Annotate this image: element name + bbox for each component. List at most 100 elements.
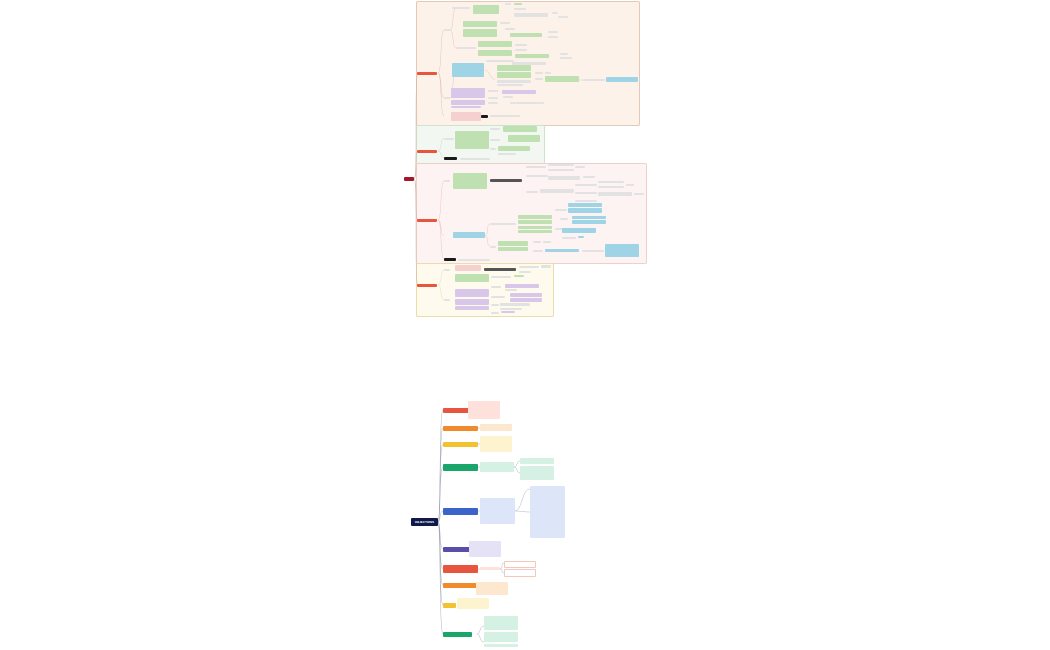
objection-note-5a[interactable]	[530, 486, 565, 538]
objection-note-3[interactable]	[480, 436, 512, 452]
leaf-node[interactable]	[540, 189, 574, 193]
objection-note-4[interactable]	[480, 462, 514, 472]
detail-node[interactable]	[463, 21, 497, 27]
sub-node[interactable]	[444, 138, 454, 140]
leaf-node[interactable]	[575, 184, 597, 186]
leaf-node[interactable]	[519, 266, 539, 268]
leaf-node[interactable]	[486, 60, 514, 62]
leaf-node[interactable]	[510, 293, 542, 297]
leaf-node[interactable]	[503, 96, 513, 98]
leaf-node[interactable]	[545, 249, 579, 252]
leaf-node[interactable]	[490, 148, 496, 150]
detail-node[interactable]	[545, 76, 579, 82]
leaf-node[interactable]	[490, 128, 500, 130]
leaf-node[interactable]	[568, 208, 602, 213]
leaf-node[interactable]	[548, 164, 574, 166]
leaf-node[interactable]	[515, 54, 549, 58]
leaf-node[interactable]	[505, 3, 511, 5]
leaf-node[interactable]	[512, 62, 546, 65]
highlight-node[interactable]	[452, 63, 484, 77]
objection-note-7a[interactable]	[504, 561, 536, 568]
leaf-node[interactable]	[543, 241, 551, 243]
objection-branch-4[interactable]	[443, 464, 478, 471]
leaf-node[interactable]	[583, 79, 605, 81]
leaf-node[interactable]	[491, 304, 499, 306]
leaf-node[interactable]	[488, 90, 498, 92]
dark-tag-node[interactable]	[444, 258, 456, 261]
leaf-node[interactable]	[582, 250, 604, 252]
pink-node[interactable]	[451, 112, 481, 121]
leaf-node[interactable]	[560, 218, 568, 220]
leaf-node[interactable]	[548, 36, 558, 38]
leaf-node[interactable]	[578, 236, 584, 238]
detail-node[interactable]	[455, 274, 489, 282]
leaf-node[interactable]	[515, 44, 527, 46]
leaf-node[interactable]	[605, 244, 639, 257]
leaf-node[interactable]	[533, 241, 541, 243]
leaf-node[interactable]	[491, 286, 501, 288]
leaf-node[interactable]	[575, 166, 585, 168]
leaf-node[interactable]	[568, 203, 602, 207]
dark-tag-node[interactable]	[490, 179, 522, 182]
objection-note-6[interactable]	[469, 541, 501, 557]
leaf-node[interactable]	[498, 247, 528, 251]
leaf-node[interactable]	[548, 31, 558, 33]
leaf-node[interactable]	[510, 33, 542, 37]
purple-node[interactable]	[451, 88, 485, 98]
leaf-node[interactable]	[514, 13, 548, 17]
leaf-node[interactable]	[503, 126, 537, 132]
detail-node[interactable]	[463, 29, 497, 37]
detail-node[interactable]	[473, 5, 499, 14]
objection-note-4b[interactable]	[520, 466, 554, 480]
purple-node[interactable]	[455, 299, 489, 305]
leaf-node[interactable]	[526, 166, 546, 168]
leaf-node[interactable]	[598, 181, 624, 183]
detail-node[interactable]	[497, 65, 531, 71]
leaf-node[interactable]	[514, 3, 522, 5]
section-topic-4[interactable]	[417, 284, 437, 287]
leaf-node[interactable]	[488, 97, 498, 99]
leaf-node[interactable]	[548, 169, 574, 171]
leaf-node[interactable]	[505, 289, 517, 291]
purple-node[interactable]	[455, 289, 489, 297]
leaf-node[interactable]	[505, 284, 539, 288]
objection-note-9[interactable]	[457, 598, 489, 609]
leaf-node[interactable]	[552, 12, 558, 14]
leaf-node[interactable]	[514, 275, 524, 277]
leaf-node[interactable]	[498, 241, 528, 246]
leaf-node[interactable]	[460, 158, 490, 160]
leaf-node[interactable]	[500, 22, 510, 24]
sub-node[interactable]	[444, 180, 450, 182]
leaf-node[interactable]	[526, 175, 548, 177]
sub-node[interactable]	[444, 97, 450, 99]
leaf-node[interactable]	[515, 49, 527, 51]
section-topic-3[interactable]	[417, 219, 437, 222]
objection-branch-9[interactable]	[443, 603, 456, 608]
objection-branch-3[interactable]	[443, 442, 478, 447]
detail-node[interactable]	[455, 131, 489, 149]
leaf-node[interactable]	[491, 296, 505, 298]
leaf-node[interactable]	[491, 312, 499, 314]
detail-node[interactable]	[478, 50, 512, 56]
leaf-node[interactable]	[575, 192, 597, 194]
leaf-node[interactable]	[518, 226, 552, 229]
leaf-node[interactable]	[572, 216, 606, 219]
upper-root-node[interactable]	[404, 177, 414, 181]
objection-note-7[interactable]	[480, 567, 500, 570]
leaf-node[interactable]	[491, 276, 511, 278]
leaf-node[interactable]	[606, 77, 638, 82]
leaf-node[interactable]	[498, 153, 516, 155]
leaf-node[interactable]	[548, 176, 580, 180]
leaf-node[interactable]	[497, 84, 523, 86]
leaf-node[interactable]	[501, 311, 515, 313]
leaf-node[interactable]	[535, 78, 543, 80]
leaf-node[interactable]	[508, 135, 540, 142]
leaf-node[interactable]	[535, 72, 543, 74]
objection-note-1[interactable]	[468, 401, 500, 419]
leaf-node[interactable]	[488, 102, 498, 104]
objection-note-10c[interactable]	[484, 644, 518, 647]
leaf-node[interactable]	[634, 193, 644, 195]
objection-note-8[interactable]	[476, 582, 508, 595]
objections-root-node[interactable]: OBJECTIONS	[411, 518, 438, 526]
